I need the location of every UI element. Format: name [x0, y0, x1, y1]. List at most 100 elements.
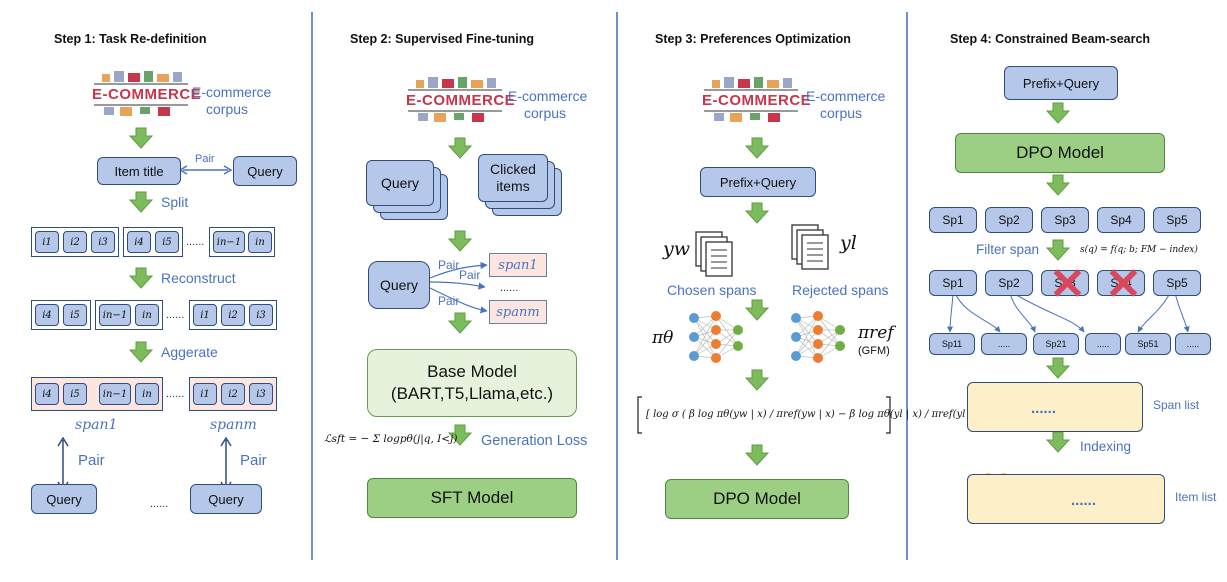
token: i3	[249, 304, 273, 326]
chosen-spans-label: Chosen spans	[667, 282, 757, 298]
pair-label: Pair	[78, 452, 105, 469]
token-group	[95, 300, 163, 330]
span-box: Sp2	[985, 270, 1033, 296]
token: i1	[193, 304, 217, 326]
span-box-filtered: Sp4	[1097, 270, 1145, 296]
step-2-title: Step 2: Supervised Fine-tuning	[350, 32, 535, 46]
down-arrow-icon	[129, 341, 153, 363]
down-arrow-icon	[745, 444, 769, 466]
down-arrow-icon	[129, 127, 153, 149]
token: in−1	[99, 383, 131, 405]
span-box-filtered: Sp3	[1041, 270, 1089, 296]
down-arrow-icon	[745, 299, 769, 321]
pair-label: Pair	[438, 294, 460, 308]
prefix-query-box: Prefix+Query	[700, 167, 816, 197]
span-box: Sp4	[1097, 207, 1145, 233]
ellipsis: ......	[166, 388, 185, 400]
item-title-box: Item title	[97, 157, 181, 185]
sub-span-box: Sp11	[929, 333, 975, 355]
pi-theta-label: πθ	[652, 328, 674, 348]
corpus-label-line1: E-commerce	[806, 88, 886, 104]
score-formula: s(q) = f(q; b; FM − index)	[1080, 245, 1198, 255]
corpus-label-line2: corpus	[206, 101, 249, 117]
token: i1	[193, 383, 217, 405]
token: i4	[127, 231, 151, 253]
token: i5	[155, 231, 179, 253]
ellipsis: ......	[500, 282, 519, 294]
span-box: Sp5	[1153, 207, 1201, 233]
span-box: Sp1	[929, 270, 977, 296]
rejected-docs-icon	[791, 224, 829, 270]
ellipsis: ......	[150, 498, 169, 510]
pair-vertical-arrow-icon	[57, 436, 69, 492]
clicked-items-line1: Clicked	[490, 161, 536, 177]
token: in	[248, 231, 272, 253]
gfm-label: (GFM)	[858, 345, 890, 357]
sub-span-box: .....	[1175, 333, 1211, 355]
base-model-line1: Base Model	[427, 362, 517, 381]
down-arrow-icon	[1046, 431, 1070, 453]
indexing-label: Indexing	[1080, 439, 1132, 454]
ecommerce-logo-icon	[94, 71, 188, 116]
down-arrow-icon	[448, 230, 472, 252]
policy-network-icon	[689, 311, 743, 363]
ellipsis: ......	[1071, 492, 1097, 509]
chosen-docs-icon	[695, 231, 733, 277]
down-arrow-icon	[448, 312, 472, 334]
span-1-box: span1	[489, 253, 547, 277]
token: i2	[63, 231, 87, 253]
span-list-label: Span list	[1153, 398, 1200, 412]
ellipsis: ......	[186, 236, 205, 248]
query-box: Query	[233, 156, 297, 186]
span-m-label: spanm	[210, 417, 257, 433]
down-arrow-icon	[129, 191, 153, 213]
item-list-label: Item list	[1175, 490, 1217, 504]
token: i5	[63, 383, 87, 405]
y-w-label: yw	[663, 238, 690, 260]
down-arrow-icon	[1046, 174, 1070, 196]
ecommerce-logo-icon	[704, 77, 798, 122]
ellipsis: ......	[1031, 400, 1057, 417]
sft-loss-formula: ℒsft = − Σ logpθ(j|q, I<j)	[324, 433, 458, 445]
token: in−1	[213, 231, 245, 253]
reference-network-icon	[791, 311, 845, 363]
ecommerce-logo: E-COMMERCE	[92, 86, 202, 103]
clicked-items-stack: Clicked items	[478, 154, 548, 202]
reject-cross-icon: ✕	[1049, 260, 1086, 309]
corpus-label-line2: corpus	[524, 105, 567, 121]
pair-vertical-arrow-icon	[220, 436, 232, 492]
dpo-loss-formula: [ log σ ( β log πθ(yw | x) / πref(yw | x…	[646, 409, 999, 420]
ellipsis: ......	[166, 309, 185, 321]
token-group	[209, 227, 275, 257]
corpus-label-line1: E-commerce	[192, 84, 272, 100]
span-list-box	[967, 382, 1143, 432]
corpus-label-line2: corpus	[820, 105, 863, 121]
sub-span-box: .....	[981, 333, 1027, 355]
down-arrow-icon	[1046, 239, 1070, 261]
span-box: Sp5	[1153, 270, 1201, 296]
sft-model-box: SFT Model	[367, 478, 577, 518]
query-box: Query	[368, 261, 430, 309]
token: i5	[63, 304, 87, 326]
token: in−1	[99, 304, 131, 326]
base-model-line2: (BART,T5,Llama,etc.)	[390, 384, 554, 403]
pair-double-arrow-icon	[178, 165, 233, 175]
token: i1	[35, 231, 59, 253]
span-box: Sp3	[1041, 207, 1089, 233]
aggregate-label: Aggerate	[161, 344, 218, 360]
reconstruct-label: Reconstruct	[161, 270, 236, 286]
down-arrow-icon	[1046, 102, 1070, 124]
ecommerce-logo: E-COMMERCE	[406, 92, 516, 109]
down-arrow-icon	[745, 137, 769, 159]
span-m-box: spanm	[489, 300, 547, 324]
pair-label: Pair	[195, 153, 215, 165]
sub-span-box: Sp51	[1125, 333, 1171, 355]
step-4-title: Step 4: Constrained Beam-search	[950, 32, 1151, 46]
y-l-label: yl	[840, 232, 857, 254]
token-group	[31, 300, 91, 330]
base-model-box: Base Model (BART,T5,Llama,etc.)	[367, 349, 577, 417]
dpo-model-box: DPO Model	[665, 479, 849, 519]
pi-ref-label: πref	[858, 323, 894, 343]
pair-label: Pair	[240, 452, 267, 469]
down-arrow-icon	[745, 369, 769, 391]
